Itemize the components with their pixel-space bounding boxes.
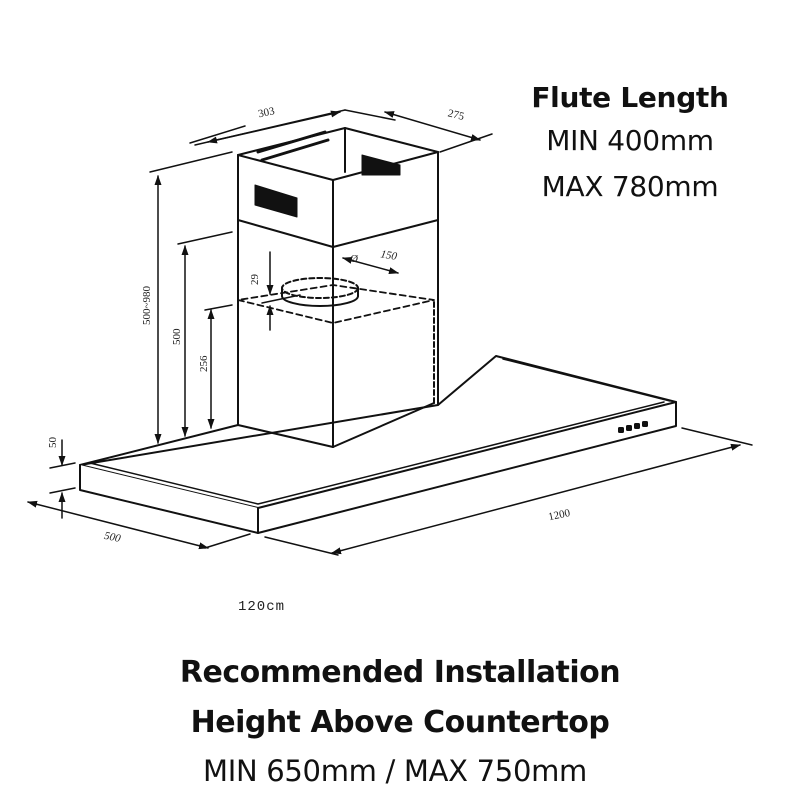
- dim-lower-height: 500: [171, 328, 183, 345]
- installation-range: MIN 650mm / MAX 750mm: [202, 754, 588, 788]
- dim-duct-symbol: Ø: [349, 253, 359, 265]
- chimney-flute: [237, 127, 439, 448]
- installation-title-line2: Height Above Countertop: [190, 705, 610, 740]
- dimension-lines: [27, 109, 753, 556]
- dim-duct-diameter: 150: [380, 248, 399, 263]
- duct-collar: [281, 277, 359, 307]
- flute-min: MIN 400mm: [546, 124, 714, 157]
- installation-height-panel: Recommended Installation Height Above Co…: [0, 648, 800, 794]
- flute-length-panel: Flute Length MIN 400mm MAX 780mm: [500, 78, 760, 210]
- dim-chimney-depth: 275: [447, 107, 466, 123]
- dim-collar-height: 29: [249, 274, 261, 286]
- control-buttons: [618, 421, 648, 433]
- dim-total-height: 500~980: [141, 286, 153, 325]
- canopy: [79, 355, 677, 534]
- dim-chimney-width: 303: [257, 105, 276, 120]
- dim-motor-box-height: 256: [198, 355, 210, 372]
- flute-length-title: Flute Length: [531, 81, 729, 114]
- dim-canopy-depth: 500: [103, 530, 122, 545]
- size-label: 120cm: [238, 599, 285, 615]
- dim-canopy-thickness: 50: [47, 437, 59, 449]
- dim-canopy-width: 1200: [547, 507, 572, 523]
- installation-title-line1: Recommended Installation: [179, 655, 621, 690]
- flute-max: MAX 780mm: [541, 170, 719, 203]
